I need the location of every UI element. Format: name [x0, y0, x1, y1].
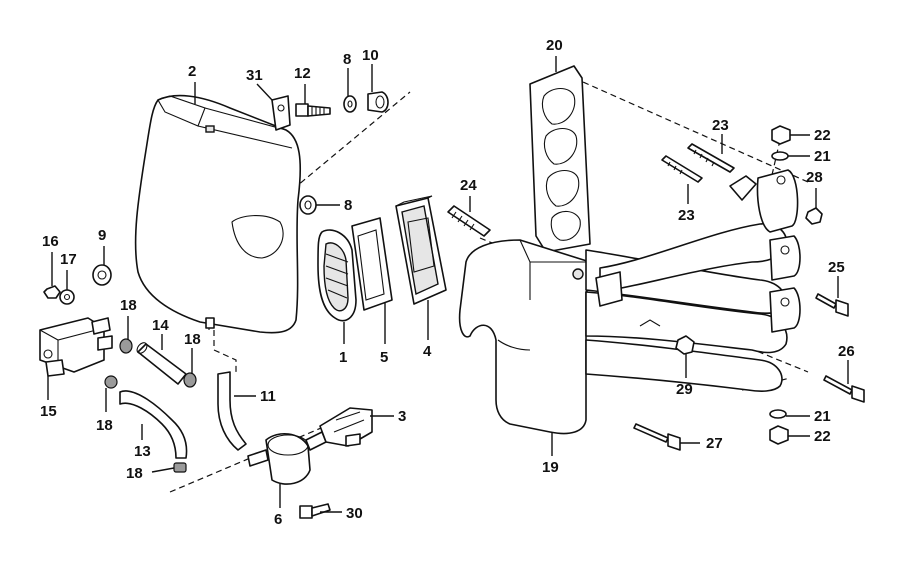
- grommet-8-side: [299, 195, 317, 215]
- callout-27: 27: [706, 435, 723, 452]
- washer-17: [59, 289, 75, 305]
- stud-24: [447, 205, 491, 237]
- callout-8-top: 8: [343, 51, 351, 68]
- gasket-5: [351, 217, 393, 311]
- washer-21-top: [771, 151, 789, 161]
- callout-5: 5: [380, 349, 388, 366]
- callout-31: 31: [246, 67, 263, 84]
- callout-18-a: 18: [120, 297, 137, 314]
- callout-13: 13: [134, 443, 151, 460]
- stud-23-upper: [687, 143, 735, 173]
- callout-25: 25: [828, 259, 845, 276]
- callout-30: 30: [346, 505, 363, 522]
- adapter-plate-4: [395, 195, 447, 305]
- callout-12: 12: [294, 65, 311, 82]
- washer-21-bottom: [769, 409, 787, 419]
- nut-22-top: [771, 125, 791, 145]
- bolt-27: [633, 423, 681, 451]
- hose-14: [136, 342, 187, 385]
- clamp-18-a: [119, 338, 133, 354]
- nut-28: [805, 207, 823, 225]
- callout-9: 9: [98, 227, 106, 244]
- callout-6: 6: [274, 511, 282, 528]
- callout-21-top: 21: [814, 148, 831, 165]
- callout-1: 1: [339, 349, 347, 366]
- fuel-filter-6: [247, 431, 327, 485]
- callout-16: 16: [42, 233, 59, 250]
- bolt-25: [815, 293, 849, 317]
- callout-19: 19: [542, 459, 559, 476]
- callout-23-top: 23: [712, 117, 729, 134]
- nut-22-bottom: [769, 425, 789, 445]
- callout-23-bottom: 23: [678, 207, 695, 224]
- valve-15: [39, 317, 113, 377]
- callout-18-c: 18: [96, 417, 113, 434]
- callout-8-side: 8: [344, 197, 352, 214]
- callout-14: 14: [152, 317, 169, 334]
- callout-29: 29: [676, 381, 693, 398]
- intake-manifold-19: [458, 169, 801, 435]
- plug-9: [92, 264, 112, 286]
- clamp-18-c: [104, 375, 118, 389]
- leader-lines: [47, 56, 849, 513]
- callout-24: 24: [460, 177, 477, 194]
- grommet-8-top: [343, 95, 357, 113]
- nut-29: [675, 335, 695, 355]
- callout-18-d: 18: [126, 465, 143, 482]
- callout-21-bottom: 21: [814, 408, 831, 425]
- flame-arrestor-screen: [317, 229, 357, 322]
- clamp-18-d: [173, 462, 187, 473]
- nut-16: [43, 285, 61, 299]
- callout-28: 28: [806, 169, 823, 186]
- screw-30: [299, 503, 331, 519]
- callout-labels: 2 31 12 8 10 8 9 16 17 18 14 18 15 18 13…: [40, 37, 855, 528]
- callout-11: 11: [260, 388, 276, 405]
- fitting-3: [319, 407, 373, 447]
- clamp-18-b: [183, 372, 197, 388]
- callout-2: 2: [188, 63, 196, 80]
- callout-20: 20: [546, 37, 563, 54]
- hose-13: [119, 390, 188, 459]
- callout-26: 26: [838, 343, 855, 360]
- callout-10: 10: [362, 47, 379, 64]
- exhaust-gasket-20: [529, 65, 591, 253]
- callout-18-b: 18: [184, 331, 201, 348]
- air-silencer-cover: [134, 94, 302, 334]
- callout-4: 4: [423, 343, 432, 360]
- grommet-10: [367, 91, 389, 113]
- callout-22-top: 22: [814, 127, 831, 144]
- screw-12: [295, 103, 331, 117]
- callout-15: 15: [40, 403, 57, 420]
- bolt-26: [823, 375, 865, 403]
- callout-22-bottom: 22: [814, 428, 831, 445]
- callout-3: 3: [398, 408, 406, 425]
- hose-11: [217, 371, 247, 451]
- stud-23-lower: [661, 155, 703, 183]
- callout-17: 17: [60, 251, 77, 268]
- bracket-31: [271, 95, 291, 131]
